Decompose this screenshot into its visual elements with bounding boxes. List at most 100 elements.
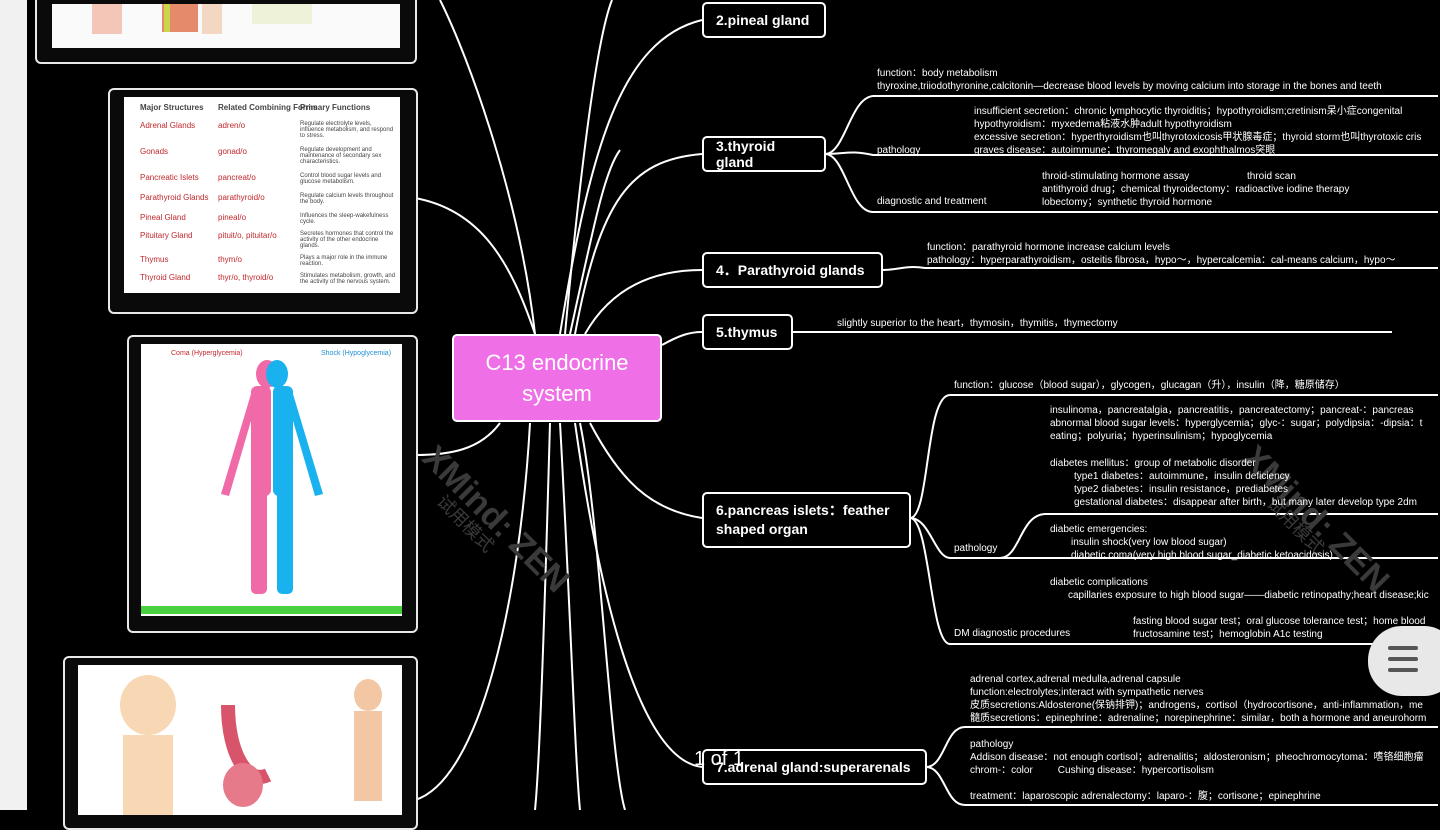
table-header-3: Primary Functions (300, 103, 371, 112)
thymus-line: slightly superior to the heart，thymosin，… (837, 318, 1118, 329)
pancreas-dm-item: type1 diabetes：autoimmune，insulin defici… (1074, 471, 1290, 482)
body-right-title: Shock (Hypoglycemia) (321, 350, 392, 357)
topic-pineal[interactable]: 2.pineal gland (702, 2, 826, 38)
parathyroid-line: function：parathyroid hormone increase ca… (927, 242, 1170, 253)
adrenal-treatment: treatment：laparoscopic adrenalectomy：lap… (970, 791, 1321, 802)
page-indicator: 1 of 1 (694, 748, 745, 770)
table-image: Major Structures Related Combining Forms… (124, 97, 400, 293)
reproductive-illustration (120, 675, 382, 815)
table-cell: Gonads (140, 147, 169, 156)
anatomy-image (52, 4, 400, 48)
pancreas-emerg-item: insulin shock(very low blood sugar) (1071, 537, 1227, 548)
adrenal-line: 髓质secretions：epinephrine：adrenaline；nore… (970, 713, 1427, 724)
table-cell: pineal/o (218, 213, 247, 222)
topic-thymus[interactable]: 5.thymus (702, 314, 793, 350)
body-left-title: Coma (Hyperglycemia) (171, 350, 243, 357)
table-cell: Plays a major role in the immune reactio… (300, 255, 388, 267)
image-card-reproductive[interactable] (63, 656, 418, 830)
table-cell: Stimulates metabolism, growth, and the a… (300, 273, 396, 285)
thyroid-dx-label: diagnostic and treatment (877, 196, 987, 207)
outline-menu-button[interactable] (1368, 626, 1440, 696)
table-header-2: Related Combining Forms (218, 103, 318, 112)
pancreas-dm-item: type2 diabetes：insulin resistance，predia… (1074, 484, 1289, 495)
pancreas-line: insulinoma，pancreatalgia，pancreatitis，pa… (1050, 405, 1414, 416)
adrenal-line: adrenal cortex,adrenal medulla,adrenal c… (970, 674, 1181, 685)
topic-label: 5.thymus (716, 324, 778, 340)
adrenal-pathology-label: pathology (970, 739, 1014, 750)
thyroid-dx-line: antithyroid drug；chemical thyroidectomy：… (1042, 184, 1350, 195)
thyroid-dx-line: throid scan (1247, 171, 1296, 182)
anatomy-illustration (92, 4, 312, 34)
left-scrollbar-panel (0, 0, 27, 810)
table-cell: parathyroid/o (218, 193, 265, 202)
thyroid-function: function：body metabolism (877, 68, 998, 79)
table-cell: thym/o (218, 255, 243, 264)
pancreas-comp-item: capillaries exposure to high blood sugar… (1068, 590, 1429, 601)
table-cell: Secretes hormones that control the activ… (300, 231, 394, 249)
pancreas-emerg-item: diabetic coma(very high blood sugar_diab… (1071, 550, 1333, 561)
table-cell: adren/o (218, 121, 246, 130)
table-header-1: Major Structures (140, 103, 204, 112)
image-card-table[interactable]: Major Structures Related Combining Forms… (108, 88, 418, 314)
thyroid-dx-line: throid-stimulating hormone assay (1042, 171, 1190, 182)
pancreas-dm-dx-label: DM diagnostic procedures (954, 628, 1071, 639)
topic-label: 4．Parathyroid glands (716, 262, 865, 278)
pancreas-function: function：glucose（blood sugar），glycogen，g… (954, 380, 1345, 391)
reproductive-image (78, 665, 402, 815)
pancreas-line: abnormal blood sugar levels：hyperglycemi… (1050, 418, 1423, 429)
pancreas-dm-item: gestational diabetes：disappear after bir… (1074, 497, 1417, 508)
table-cell: Influences the sleep-wakefulness cycle. (300, 213, 389, 225)
adrenal-line: 皮质secretions:Aldosterone(保钠排钾)；androgens… (970, 700, 1423, 711)
topic-label: 3.thyroid gland (716, 138, 776, 170)
table-cell: Control blood sugar levels and glucose m… (300, 173, 382, 185)
pancreas-dm-dx: fasting blood sugar test；oral glucose to… (1133, 616, 1426, 627)
adrenal-pathology-line: Addison disease：not enough cortisol；adre… (970, 752, 1424, 763)
topic-label: shaped organ (716, 521, 808, 537)
topic-label: 2.pineal gland (716, 12, 810, 28)
table-cell: Regulate electrolyte levels, influence m… (300, 121, 394, 139)
pancreas-dm-title: diabetes mellitus：group of metabolic dis… (1050, 458, 1256, 469)
thyroid-pathology-line: insufficient secretion：chronic lymphocyt… (974, 106, 1403, 117)
table-cell: thyr/o, thyroid/o (218, 273, 274, 282)
table-cell: Regulate calcium levels throughout the b… (300, 193, 394, 205)
table-cell: Thymus (140, 255, 169, 264)
parathyroid-line: pathology：hyperparathyroidism，osteitis f… (927, 255, 1396, 266)
topic-label: 7.adrenal gland:superarenals (716, 759, 911, 775)
pancreas-dm-dx: fructosamine test；hemoglobin A1c testing (1133, 629, 1323, 640)
thyroid-pathology-line: excessive secretion：hyperthyroidism也叫thy… (974, 132, 1422, 143)
table-cell: Pineal Gland (140, 213, 186, 222)
table-cell: Adrenal Glands (140, 121, 196, 130)
body-image: Coma (Hyperglycemia) Shock (Hypoglycemia… (141, 344, 402, 616)
topic-adrenal[interactable]: 7.adrenal gland:superarenals (702, 749, 927, 785)
table-cell: Parathyroid Glands (140, 193, 209, 202)
pancreas-emerg-title: diabetic emergencies: (1050, 524, 1148, 535)
topic-pancreas[interactable]: 6.pancreas islets：feather shaped organ (702, 492, 911, 548)
pancreas-pathology-label: pathology (954, 543, 998, 554)
topic-label: 6.pancreas islets：feather (716, 502, 890, 518)
thyroid-dx-line: lobectomy；synthetic thyroid hormone (1042, 197, 1213, 208)
adrenal-pathology-line: chrom-：color Cushing disease：hypercortis… (970, 765, 1214, 776)
thyroid-pathology-line: hypothyroidism：myxedema粘液水肿adult hypothy… (974, 119, 1232, 130)
mindmap-connectors (414, 0, 1438, 810)
adrenal-line: function:electrolytes;interact with symp… (970, 687, 1204, 698)
thyroid-pathology-line: graves disease：autoimmune；thyromegaly an… (974, 145, 1276, 156)
root-topic[interactable]: C13 endocrine system (452, 334, 662, 422)
image-card-body[interactable]: Coma (Hyperglycemia) Shock (Hypoglycemia… (127, 335, 418, 633)
table-cell: Regulate development and maintenance of … (300, 147, 382, 165)
table-cell: Pituitary Gland (140, 231, 193, 240)
table-cell: Thyroid Gland (140, 273, 191, 282)
thyroid-function-detail: thyroxine,triiodothyronine,calcitonin—de… (877, 81, 1382, 92)
root-line-1: C13 endocrine (485, 350, 629, 375)
pancreas-comp-title: diabetic complications (1050, 577, 1148, 588)
table-cell: gonad/o (218, 147, 247, 156)
image-card-anatomy[interactable] (35, 0, 417, 64)
pancreas-line: eating；polyuria；hyperinsulinism；hypoglyc… (1050, 431, 1273, 442)
topic-parathyroid[interactable]: 4．Parathyroid glands (702, 252, 883, 288)
table-cell: pituit/o, pituitar/o (218, 231, 277, 240)
topic-thyroid[interactable]: 3.thyroid gland (702, 136, 826, 172)
body-illustration (141, 360, 402, 614)
thyroid-pathology-label: pathology (877, 145, 921, 156)
table-cell: pancreat/o (218, 173, 256, 182)
root-line-2: system (522, 381, 592, 406)
table-cell: Pancreatic Islets (140, 173, 199, 182)
